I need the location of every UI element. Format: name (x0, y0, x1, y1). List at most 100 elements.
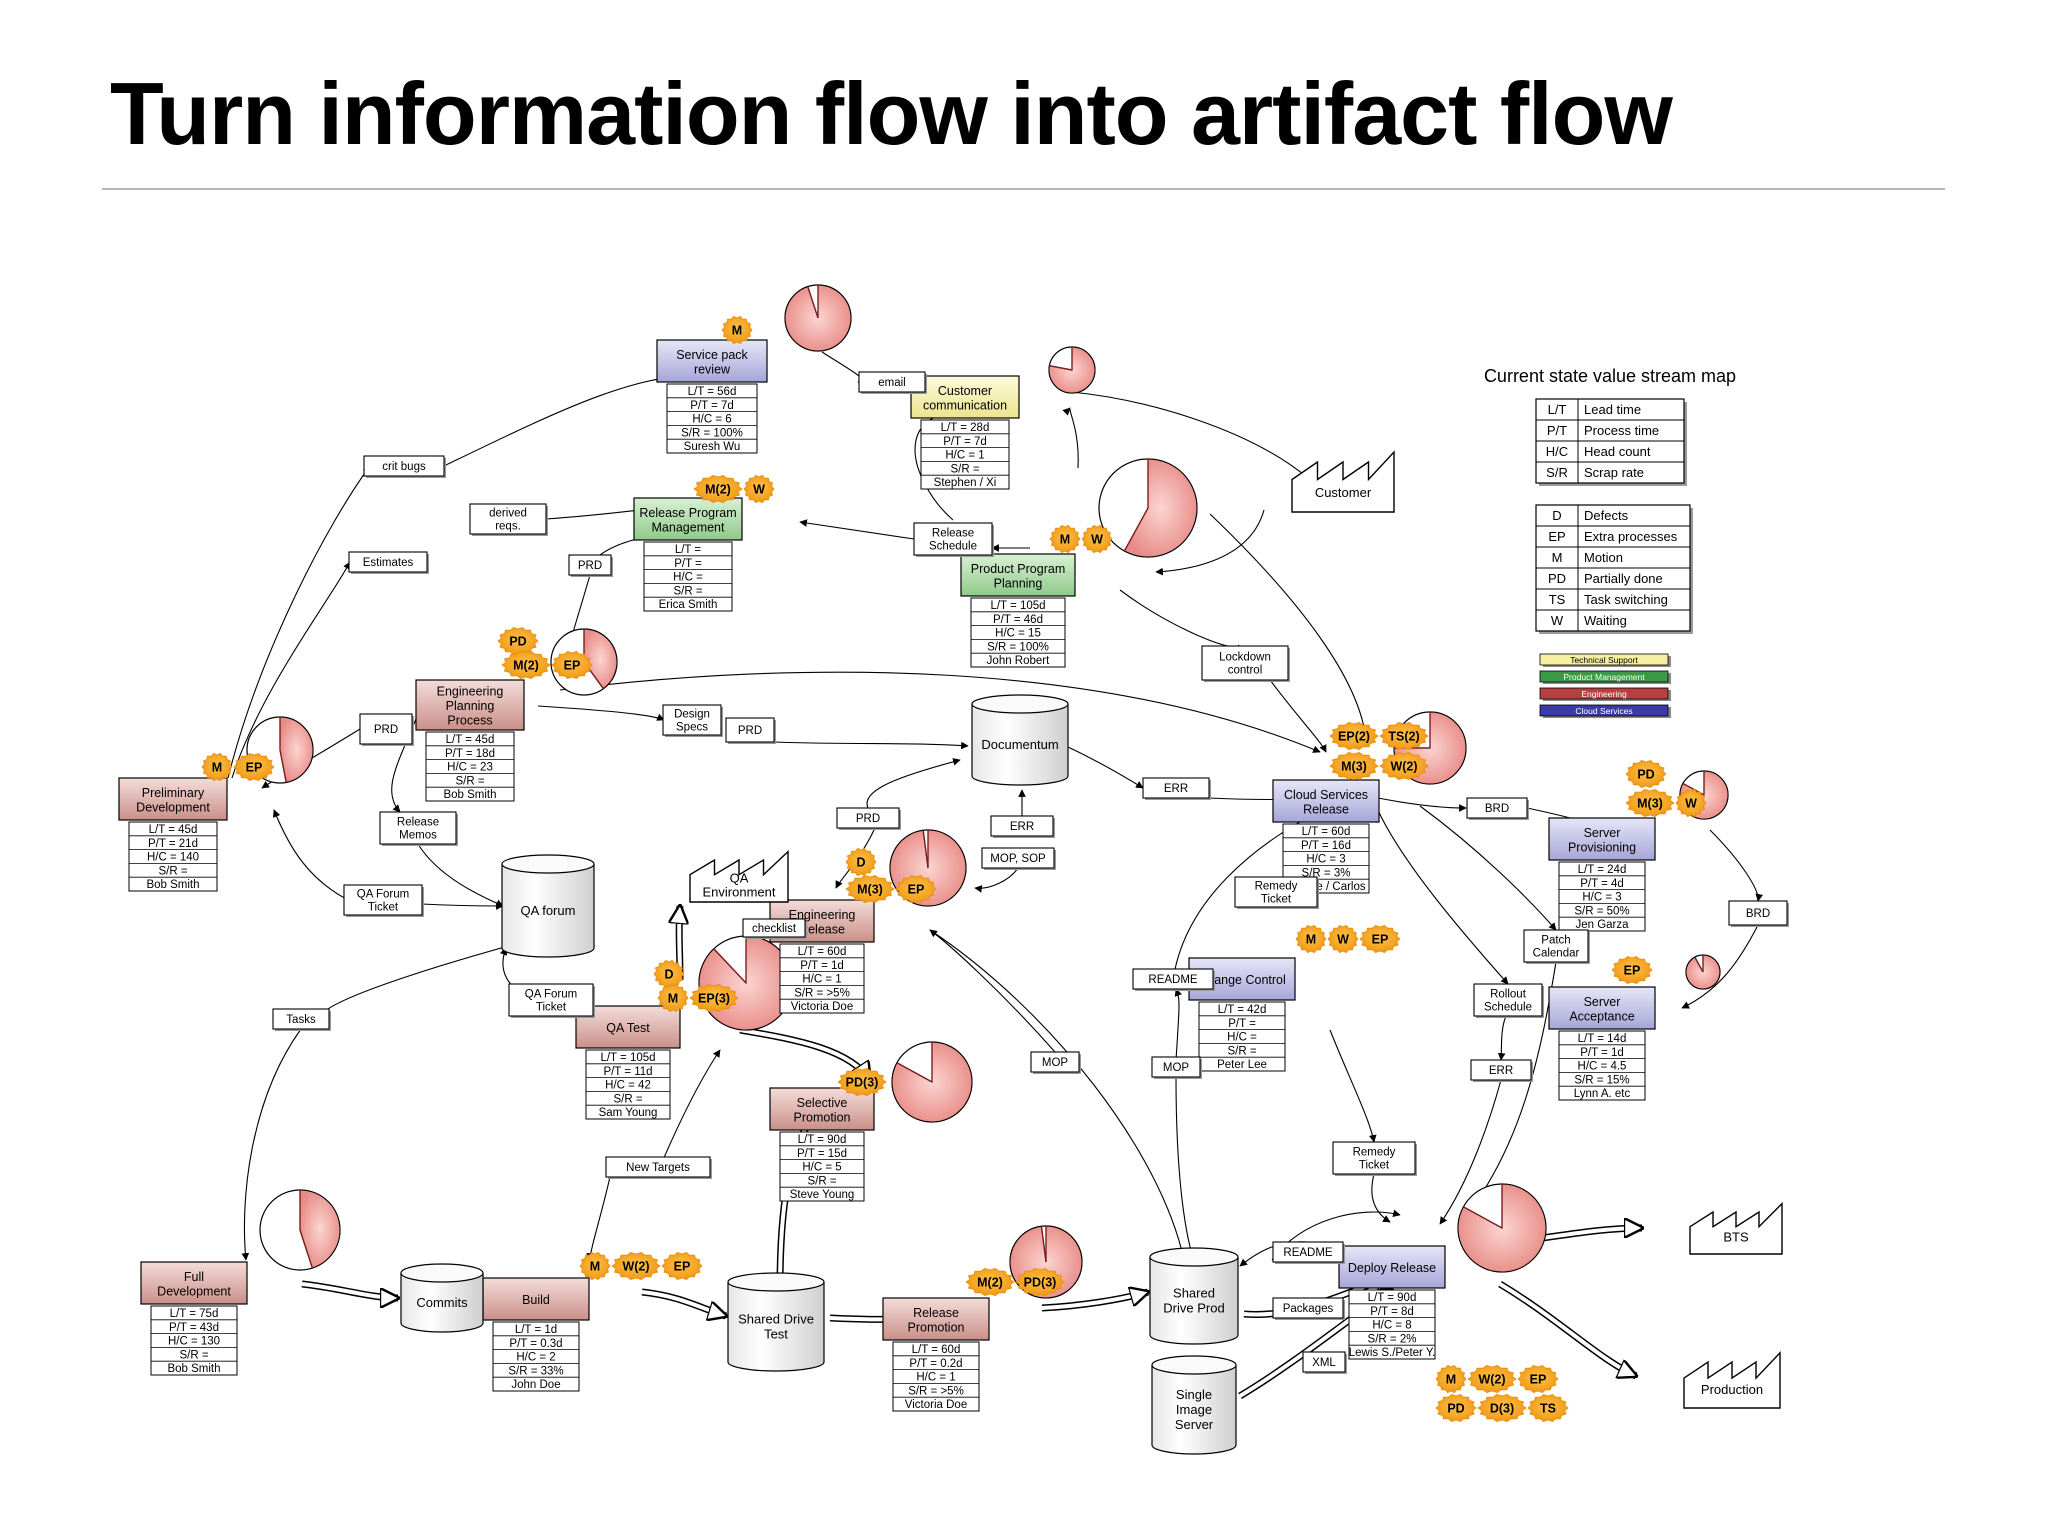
title-divider (102, 188, 1945, 190)
data-box-value: P/T = 7d (690, 400, 734, 412)
edge-brd2-to-accept (1681, 924, 1759, 1009)
waste-badge-label: TS(2) (1388, 730, 1419, 744)
waste-badge: M(2) (693, 474, 743, 504)
edge-ticket-to-forum (421, 902, 504, 910)
document-label: Specs (676, 722, 708, 734)
process-title: Change Control (1198, 973, 1286, 987)
waste-badge: M(2) (501, 650, 551, 680)
process-title: Development (136, 800, 210, 814)
deploy_release-wait-pie (1457, 1183, 1547, 1273)
data-box-value: P/T = 0.2d (909, 1358, 962, 1370)
datastore-label: Shared (1173, 1286, 1215, 1301)
data-box-value: P/T = 43d (169, 1322, 219, 1334)
data-box-value: Bob Smith (167, 1363, 220, 1375)
datastore-label: Drive Prod (1163, 1301, 1224, 1316)
waste-badge: M (1295, 924, 1327, 954)
data-box-value: L/T = 90d (1368, 1292, 1417, 1304)
document-label: Ticket (368, 902, 399, 914)
waste-badge-label: M (1306, 933, 1316, 947)
document-mop-2: MOP (1151, 1056, 1202, 1079)
data-box (425, 731, 515, 802)
data-box-value: S/R = 3% (1302, 867, 1351, 879)
waste-badge: W(2) (1467, 1364, 1517, 1394)
data-box-value: L/T = 24d (1578, 864, 1627, 876)
legend-team-swatch (1539, 687, 1669, 700)
waste-badge-label: EP (564, 659, 581, 673)
process-title: Release Program (639, 506, 736, 520)
data-box-value: S/R = (673, 585, 702, 597)
document-label: Ticket (1359, 1160, 1390, 1172)
data-box-value: L/T = 28d (941, 422, 990, 434)
legend-team-swatch (1539, 704, 1669, 717)
data-box-value: L/T = 56d (688, 386, 737, 398)
legend-team-swatch (1539, 653, 1669, 666)
process-title: Cloud Services (1284, 788, 1368, 802)
document-label: README (1283, 1247, 1333, 1259)
data-box-value: Suresh Wu (684, 441, 741, 453)
legend-code: P/T (1547, 423, 1567, 438)
process-title: Service pack (676, 348, 748, 362)
data-box-value: S/R = >5% (794, 987, 850, 999)
legend-code: M (1552, 550, 1563, 565)
big-arrow-build-to-drive (641, 1288, 726, 1316)
datastore-qa-forum: QA forum (501, 854, 595, 958)
data-box-value: S/R = 2% (1368, 1333, 1417, 1345)
service_pack-wait-pie (784, 284, 852, 352)
document-label: QA Forum (357, 889, 409, 901)
legend-code: D (1552, 508, 1561, 523)
data-box-value: H/C = 3 (1306, 854, 1345, 866)
edge-memos-to-qaforum (417, 843, 504, 907)
edge-rollout-to-err (1497, 1015, 1507, 1061)
legend-team-label: Product Management (1563, 672, 1645, 682)
waste-badge-label: EP (674, 1260, 691, 1274)
waste-badge: W (1081, 524, 1113, 554)
waste-badge-label: EP(3) (698, 992, 730, 1006)
waste-badge-label: PD(3) (1024, 1276, 1057, 1290)
waste-badge-label: W(2) (1478, 1373, 1505, 1387)
datastore-label: Test (764, 1327, 788, 1342)
document-email: email (858, 371, 927, 394)
process-title: Release (1303, 802, 1349, 816)
waste-badge: M (579, 1251, 611, 1281)
waste-badge-label: EP (1372, 933, 1389, 947)
legend-label: Process time (1584, 423, 1659, 438)
process-title: Engineering (437, 685, 504, 699)
full_dev-wait-pie (259, 1189, 341, 1271)
legend-label: Defects (1584, 508, 1629, 523)
factory-label: BTS (1723, 1229, 1749, 1244)
waste-badge-label: M (668, 992, 678, 1006)
edge-mop2-up (1174, 988, 1182, 1061)
process-title: Development (157, 1284, 231, 1298)
process-title: Process (447, 714, 492, 728)
waste-badge: PD (1625, 759, 1667, 789)
edge-release-to-drive (929, 929, 1187, 1261)
legend-code: S/R (1546, 465, 1568, 480)
edge-cloud-to-rollout (1375, 805, 1509, 985)
data-box-value: S/R = 100% (681, 427, 743, 439)
data-box-value: S/R = 33% (508, 1365, 563, 1377)
legend-code: PD (1548, 571, 1566, 586)
data-box-value: P/T = 0.3d (509, 1338, 562, 1350)
process-title: Release (799, 922, 845, 936)
process-title: Full (184, 1270, 204, 1284)
edge-cloud-to-patch (1419, 805, 1557, 931)
document-err-cloud: ERR (1142, 777, 1211, 800)
data-box-value: S/R = 100% (987, 641, 1049, 653)
waste-badge-label: M (732, 324, 742, 338)
data-box-value: P/T = 18d (445, 748, 495, 760)
document-prd-doc: PRD (836, 807, 901, 830)
edge-email-left (821, 351, 866, 385)
document-label: email (878, 377, 905, 389)
data-box (1558, 1030, 1646, 1101)
